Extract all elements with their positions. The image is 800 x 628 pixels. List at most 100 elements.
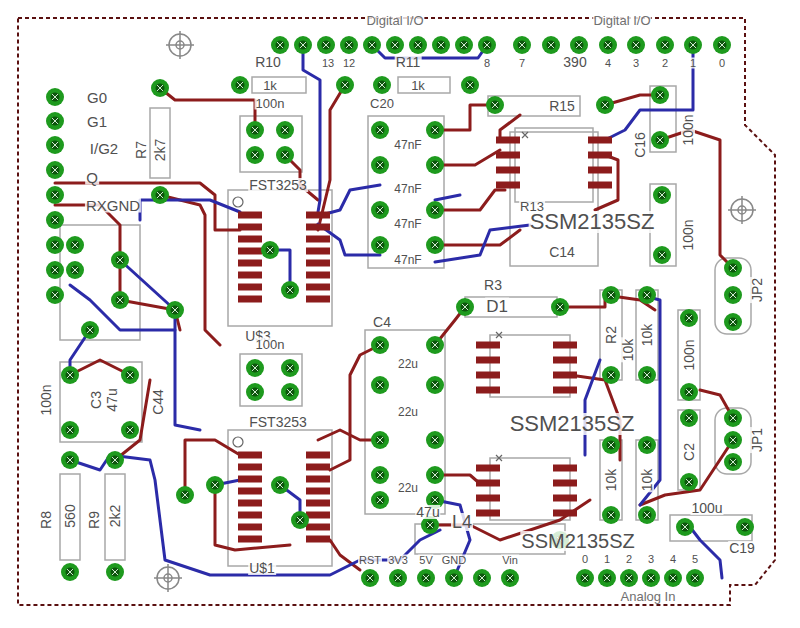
smd-pad bbox=[306, 284, 330, 291]
pin-number: 5 bbox=[691, 554, 699, 565]
through-hole-pad bbox=[724, 286, 742, 304]
mounting-hole bbox=[166, 31, 194, 59]
through-hole-pad bbox=[106, 451, 124, 469]
through-hole-pad bbox=[602, 286, 620, 304]
part-value: 100n bbox=[39, 383, 53, 416]
smd-pad bbox=[588, 182, 612, 189]
part-value: 10k bbox=[621, 338, 635, 363]
through-hole-pad bbox=[246, 359, 264, 377]
through-hole-pad bbox=[281, 359, 299, 377]
through-hole-pad bbox=[46, 161, 64, 179]
through-hole-pad bbox=[281, 383, 299, 401]
through-hole-pad bbox=[61, 563, 79, 581]
through-hole-pad bbox=[426, 376, 444, 394]
through-hole-pad bbox=[151, 186, 169, 204]
smd-pad bbox=[238, 272, 262, 279]
top-trace bbox=[55, 205, 120, 300]
through-hole-pad bbox=[651, 86, 669, 104]
through-hole-pad bbox=[456, 298, 474, 316]
component-outline bbox=[252, 77, 306, 93]
component-outline bbox=[240, 354, 302, 406]
component-outline bbox=[150, 108, 170, 178]
through-hole-pad bbox=[445, 569, 463, 587]
pin-number: 3 bbox=[647, 554, 655, 565]
smd-pad bbox=[238, 524, 262, 531]
smd-pad bbox=[588, 167, 612, 174]
through-hole-pad bbox=[736, 518, 754, 536]
top-trace bbox=[435, 190, 505, 210]
pin-number: 13 bbox=[321, 58, 335, 69]
part-value: 2k7 bbox=[153, 138, 167, 163]
smd-pad bbox=[476, 510, 500, 517]
smd-pad bbox=[306, 272, 330, 279]
mounting-hole bbox=[154, 564, 182, 592]
part-name: R8 bbox=[39, 510, 53, 530]
top-trace bbox=[500, 115, 520, 140]
bottom-trace bbox=[435, 195, 460, 200]
part-name: JP2 bbox=[750, 277, 764, 303]
through-hole-pad bbox=[373, 76, 391, 94]
through-hole-pad bbox=[371, 336, 389, 354]
through-hole-pad bbox=[426, 466, 444, 484]
chip-name: FST3253 bbox=[248, 178, 308, 192]
smd-pad bbox=[238, 236, 262, 243]
part-value: 47nF bbox=[393, 254, 422, 266]
through-hole-pad bbox=[686, 569, 704, 587]
through-hole-pad bbox=[713, 36, 731, 54]
through-hole-pad bbox=[651, 131, 669, 149]
through-hole-pad bbox=[106, 563, 124, 581]
through-hole-pad bbox=[724, 453, 742, 471]
pin-number: 1 bbox=[689, 58, 697, 69]
part-name: U$1 bbox=[248, 561, 276, 575]
pin-marker bbox=[496, 332, 502, 338]
pin-number: 560 bbox=[63, 503, 77, 528]
chip-name: FST3253 bbox=[248, 415, 308, 429]
part-name: C20 bbox=[369, 97, 395, 110]
through-hole-pad bbox=[551, 298, 569, 316]
smd-pad bbox=[306, 524, 330, 531]
component-outline bbox=[465, 297, 557, 317]
smd-pad bbox=[476, 357, 500, 364]
mounting-hole bbox=[728, 196, 756, 224]
smd-pad bbox=[553, 342, 577, 349]
signal-label: Digital I/O bbox=[592, 14, 651, 27]
part-name: R3 bbox=[483, 278, 503, 292]
pin-number: 0 bbox=[718, 58, 726, 69]
smd-pad bbox=[553, 357, 577, 364]
signal-label: 3V3 bbox=[387, 555, 409, 566]
pin-marker bbox=[233, 437, 243, 447]
through-hole-pad bbox=[363, 36, 381, 54]
through-hole-pad bbox=[627, 36, 645, 54]
smd-pad bbox=[238, 224, 262, 231]
part-value: 47u bbox=[415, 505, 440, 519]
through-hole-pad bbox=[642, 569, 660, 587]
top-trace bbox=[318, 430, 380, 440]
through-hole-pad bbox=[599, 36, 617, 54]
through-hole-pad bbox=[513, 36, 531, 54]
signal-label: G1 bbox=[86, 114, 108, 129]
smd-pad bbox=[553, 465, 577, 472]
smd-pad bbox=[238, 284, 262, 291]
smd-pad bbox=[553, 510, 577, 517]
through-hole-pad bbox=[409, 36, 427, 54]
top-trace bbox=[660, 130, 733, 268]
smd-pad bbox=[306, 260, 330, 267]
part-name: L4 bbox=[451, 513, 473, 531]
smd-pad bbox=[553, 372, 577, 379]
bottom-trace bbox=[70, 455, 440, 575]
signal-label: Digital I/O bbox=[365, 14, 424, 27]
through-hole-pad bbox=[542, 36, 560, 54]
chip-name: SSM2135SZ bbox=[509, 413, 636, 435]
through-hole-pad bbox=[598, 569, 616, 587]
smd-pad bbox=[238, 500, 262, 507]
through-hole-pad bbox=[371, 156, 389, 174]
smd-pad bbox=[238, 260, 262, 267]
through-hole-pad bbox=[426, 121, 444, 139]
component-outline bbox=[398, 77, 450, 93]
smd-pad bbox=[238, 488, 262, 495]
through-hole-pad bbox=[478, 36, 496, 54]
through-hole-pad bbox=[473, 569, 491, 587]
through-hole-pad bbox=[724, 259, 742, 277]
signal-label: RXGND bbox=[85, 198, 141, 213]
